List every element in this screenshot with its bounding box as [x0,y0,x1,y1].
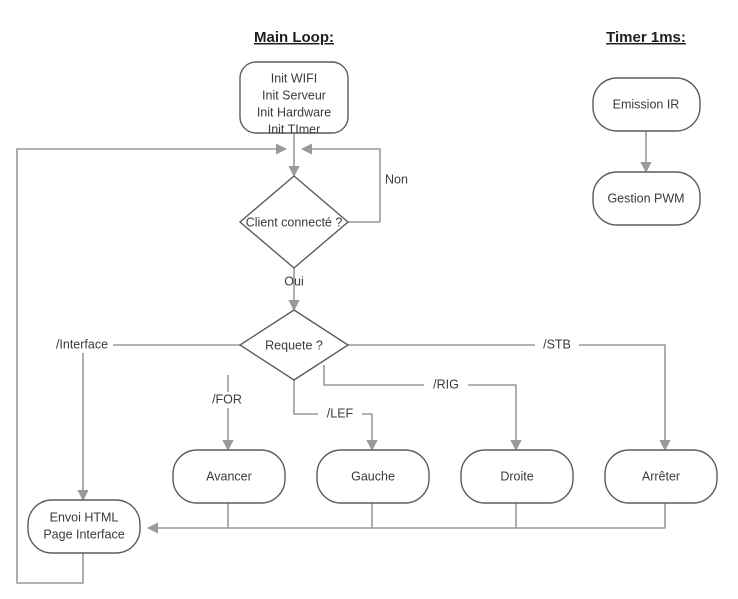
node-gestion-pwm-shape [592,171,701,226]
node-gestion-pwm[interactable]: Gestion PWM [592,171,701,226]
edge-stb-to-arreter [348,344,671,452]
edge-label-lef: /LEF [327,406,354,420]
edge-outer-return-loop [16,143,288,584]
node-emission-ir-shape [592,77,701,132]
node-droite-label: Droite [500,469,533,483]
node-envoi-html[interactable]: Envoi HTML Page Interface [27,499,141,554]
edge-label-stb: /STB [543,337,571,351]
node-avancer-label: Avancer [206,469,252,483]
node-envoi-html-line1: Envoi HTML [50,510,119,524]
title-main-loop: Main Loop: [254,29,334,46]
edge-label-rig-backing [424,377,468,393]
node-droite[interactable]: Droite [460,449,574,504]
edge-label-for: /FOR [212,392,242,406]
edge-label-non: Non [385,172,408,186]
node-emission-ir-label: Emission IR [613,97,680,111]
node-arreter-shape [604,449,718,504]
node-requete[interactable]: Requete ? [238,309,350,381]
node-requete-shape [238,309,350,381]
edge-label-for-backing [205,392,249,408]
node-init-line2: Init Serveur [262,88,326,102]
node-gauche[interactable]: Gauche [316,449,430,504]
node-arreter[interactable]: Arrêter [604,449,718,504]
edge-non-loopback [300,143,381,223]
node-avancer-shape [172,449,286,504]
edge-rig-to-droite [323,365,522,452]
node-gauche-label: Gauche [351,469,395,483]
edge-label-interface-backing [51,337,113,353]
node-avancer[interactable]: Avancer [172,449,286,504]
edge-label-lef-backing [318,406,362,422]
node-emission-ir[interactable]: Emission IR [592,77,701,132]
node-init-line3: Init Hardware [257,105,331,119]
node-init-line1: Init WIFI [271,71,318,85]
node-envoi-html-shape [27,499,141,554]
node-client-connecte-label: Client connecté ? [246,215,343,229]
edge-label-stb-backing [535,337,579,353]
node-envoi-html-line2: Page Interface [43,527,124,541]
node-requete-label: Requete ? [265,338,323,352]
node-init[interactable]: Init WIFI Init Serveur Init Hardware Ini… [239,61,349,136]
node-client-connecte-shape [238,175,350,269]
edge-label-oui: Oui [284,274,303,288]
node-gestion-pwm-label: Gestion PWM [607,191,684,205]
edge-label-rig: /RIG [433,377,459,391]
node-droite-shape [460,449,574,504]
node-init-shape [239,61,349,134]
title-timer: Timer 1ms: [606,29,686,46]
node-init-line4: Init TImer [268,122,321,136]
node-arreter-label: Arrêter [642,469,680,483]
node-gauche-shape [316,449,430,504]
edge-bus-to-envoi [146,503,666,534]
node-client-connecte[interactable]: Client connecté ? [238,175,350,269]
edge-label-interface: /Interface [56,337,108,351]
